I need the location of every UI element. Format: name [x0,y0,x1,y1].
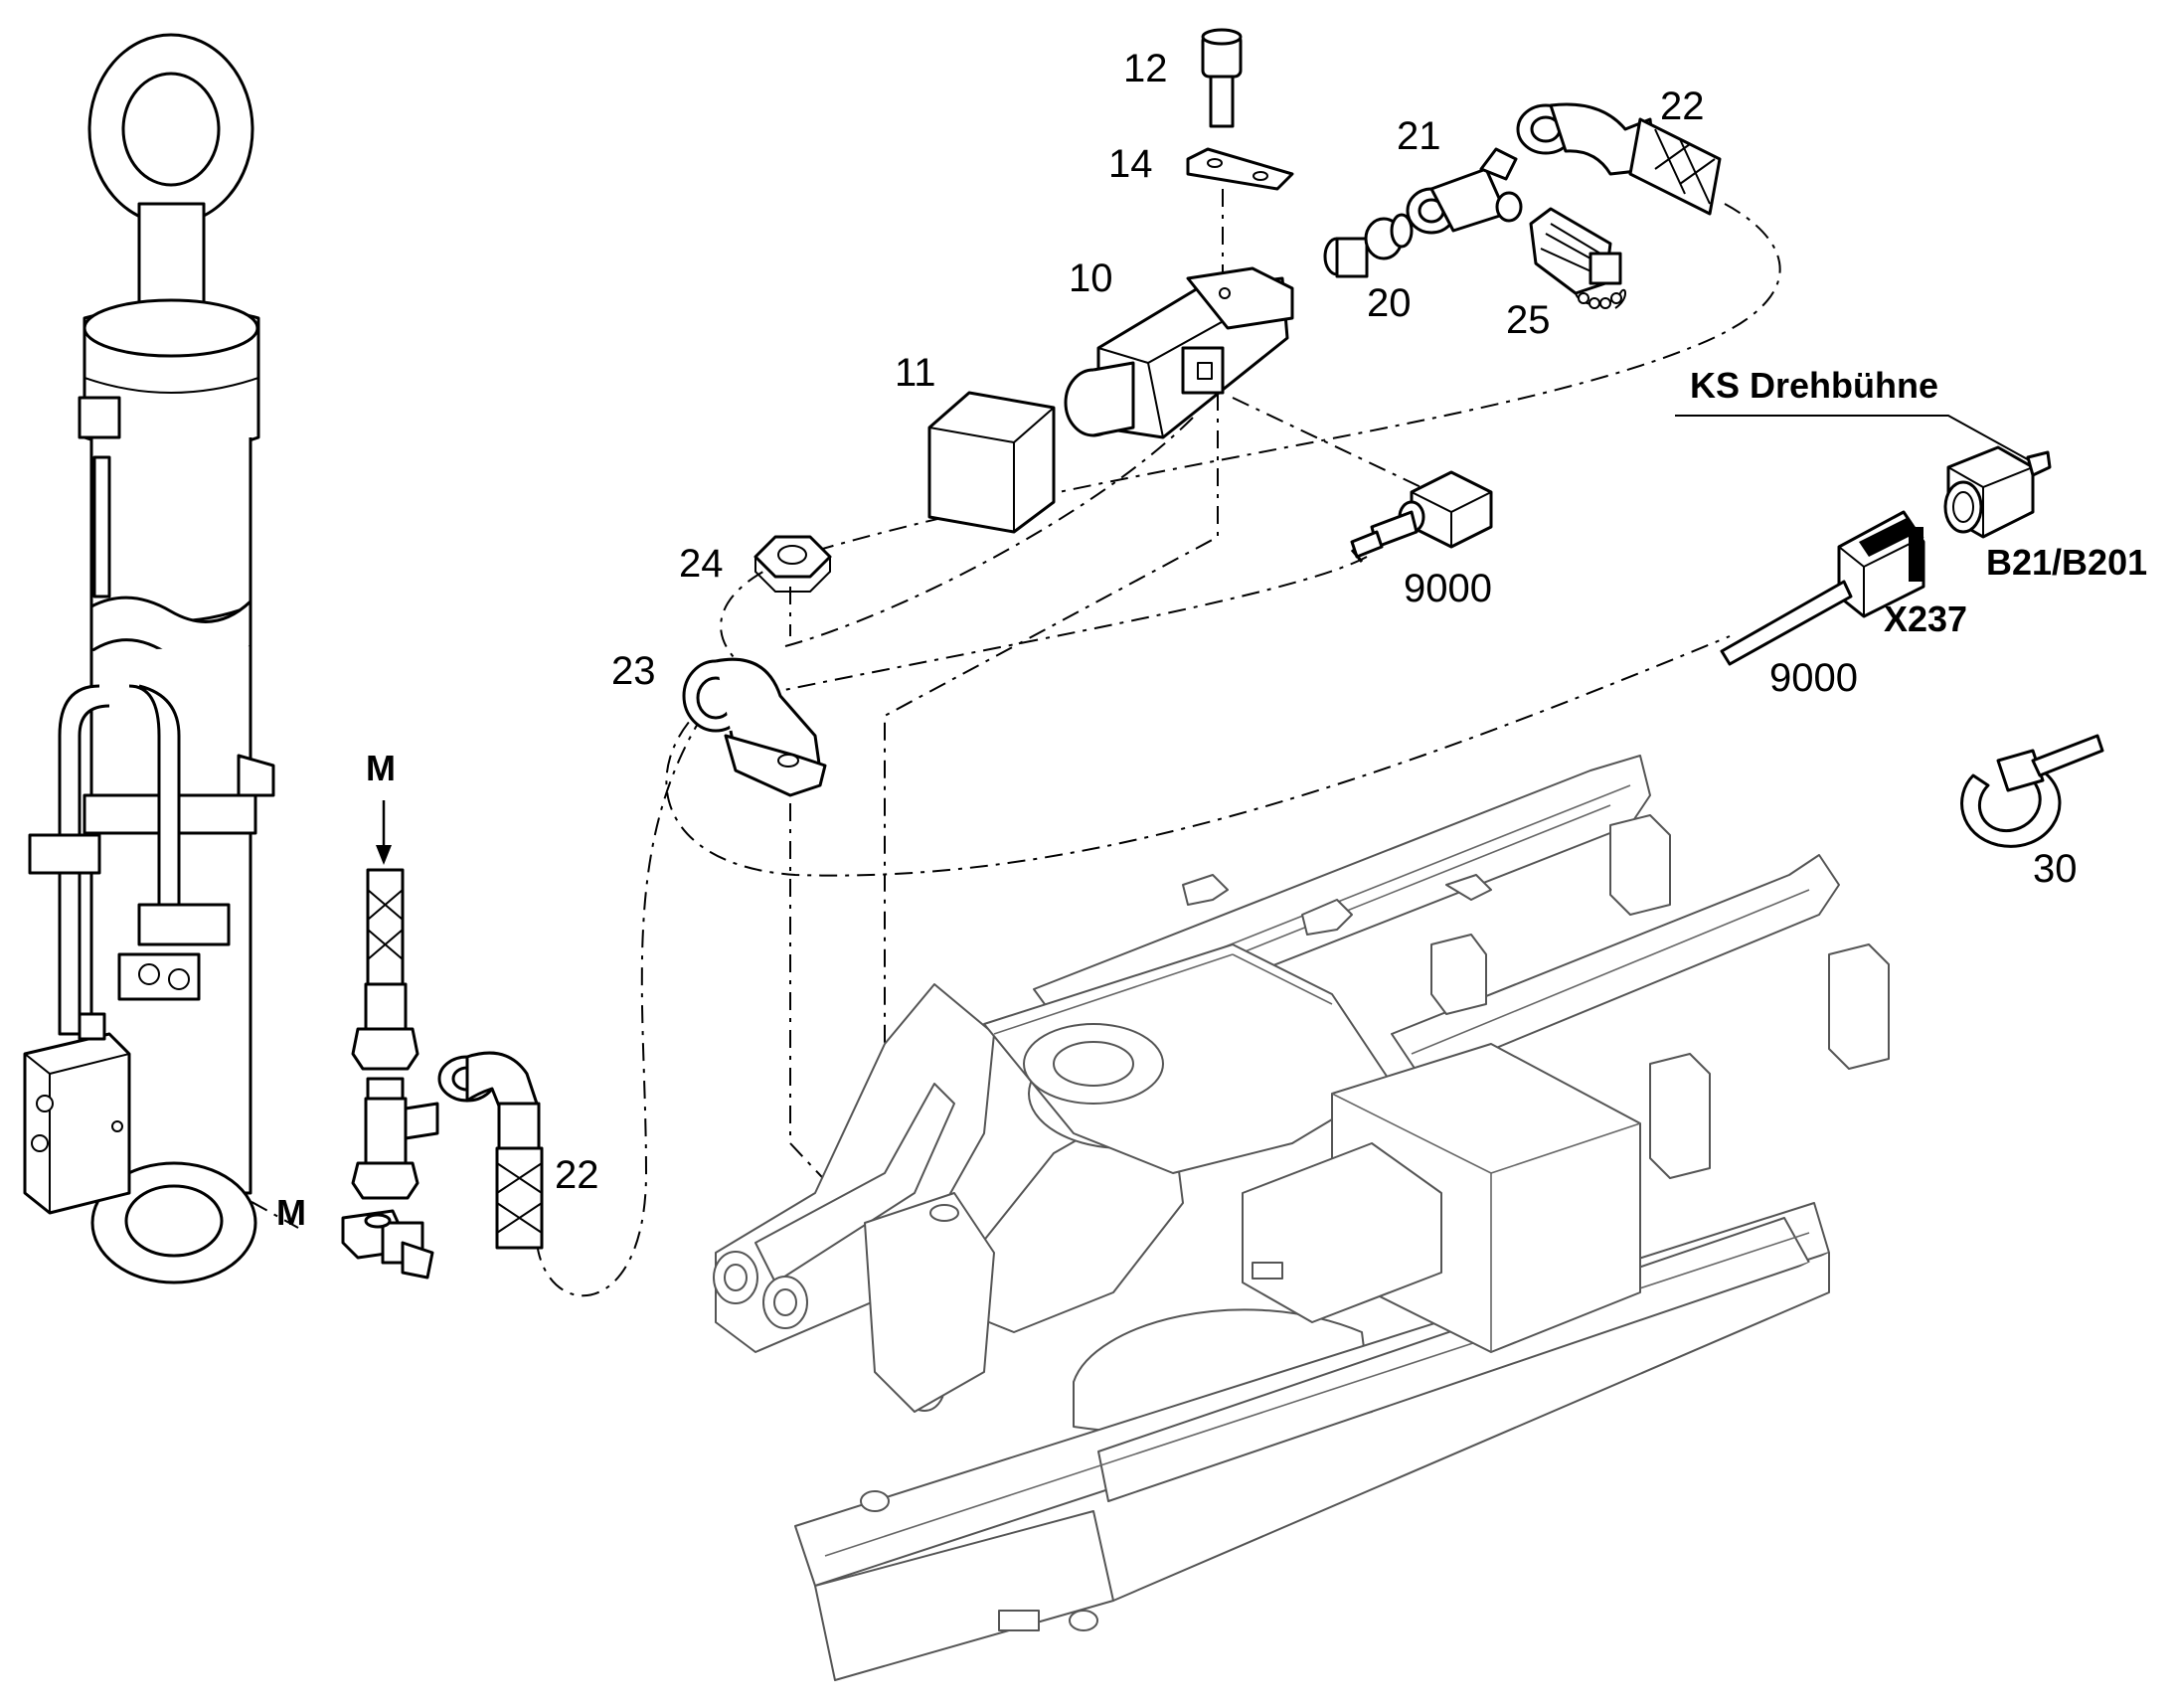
label-b21-b201: B21/B201 [1986,542,2147,583]
label-part-12: 12 [1123,47,1168,90]
label-part-30: 30 [2033,847,2078,891]
label-part-22-left: 22 [555,1153,599,1197]
label-part-9000-plug: 9000 [1769,656,1858,700]
hydraulic-cylinder-icon [23,33,275,1284]
label-part-14: 14 [1108,142,1153,186]
label-part-23: 23 [611,649,656,693]
label-part-20: 20 [1367,281,1412,325]
label-m-top: M [366,748,396,788]
label-part-21: 21 [1397,114,1441,158]
label-part-25: 25 [1506,298,1551,342]
label-part-9000-sensor: 9000 [1404,567,1492,610]
label-x237: X237 [1884,598,1967,639]
test-port-fittings [341,800,439,1280]
hose-22-left-icon [437,1051,544,1250]
label-ks-drehbuehne: KS Drehbühne [1690,365,1938,406]
clamp-assembly-icon [682,535,832,797]
label-part-22-top: 22 [1660,85,1705,128]
label-m-left: M [276,1192,306,1233]
label-part-24: 24 [679,542,724,586]
label-part-10: 10 [1069,256,1113,300]
excavator-undercarriage-frame-icon [713,755,1890,1681]
part-labels: 12 14 21 22 10 20 25 11 24 23 9000 9000 … [276,47,2147,1233]
wiring-connectors [1350,415,2104,848]
pressure-switch-icon [927,28,1294,534]
label-part-11: 11 [895,351,936,395]
fittings-group [1323,102,1722,309]
